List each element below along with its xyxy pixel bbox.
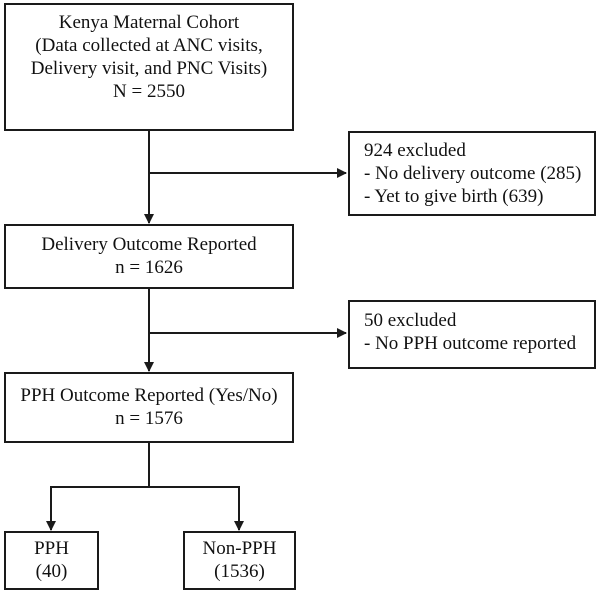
cohort-description-line-1: (Data collected at ANC visits, — [35, 35, 263, 56]
exclusion-1-reason-2: - Yet to give birth (639) — [364, 186, 544, 207]
exclusion-box-2: 50 excluded - No PPH outcome reported — [348, 300, 596, 369]
pph-outcome-box: PPH Outcome Reported (Yes/No) n = 1576 — [4, 372, 294, 443]
pph-outcome-count: n = 1576 — [115, 408, 183, 429]
exclusion-2-total: 50 excluded — [364, 310, 457, 331]
cohort-box: Kenya Maternal Cohort (Data collected at… — [4, 3, 294, 131]
cohort-description-line-2: Delivery visit, and PNC Visits) — [30, 58, 268, 79]
cohort-title: Kenya Maternal Cohort — [58, 12, 240, 33]
pph-outcome-title: PPH Outcome Reported (Yes/No) — [20, 385, 278, 406]
exclusion-1-reason-1: - No delivery outcome (285) — [364, 163, 582, 184]
pph-count: (40) — [35, 561, 68, 582]
cohort-count: N = 2550 — [113, 81, 185, 102]
non-pph-count: (1536) — [214, 561, 265, 582]
pph-label: PPH — [34, 538, 69, 559]
delivery-outcome-title: Delivery Outcome Reported — [41, 234, 257, 255]
pph-box: PPH (40) — [4, 531, 99, 590]
non-pph-box: Non-PPH (1536) — [183, 531, 296, 590]
delivery-outcome-count: n = 1626 — [115, 257, 183, 278]
exclusion-2-reason-1: - No PPH outcome reported — [364, 333, 577, 354]
non-pph-label: Non-PPH — [202, 538, 277, 559]
delivery-outcome-box: Delivery Outcome Reported n = 1626 — [4, 224, 294, 289]
exclusion-box-1: 924 excluded - No delivery outcome (285)… — [348, 131, 596, 216]
exclusion-1-total: 924 excluded — [364, 140, 466, 161]
